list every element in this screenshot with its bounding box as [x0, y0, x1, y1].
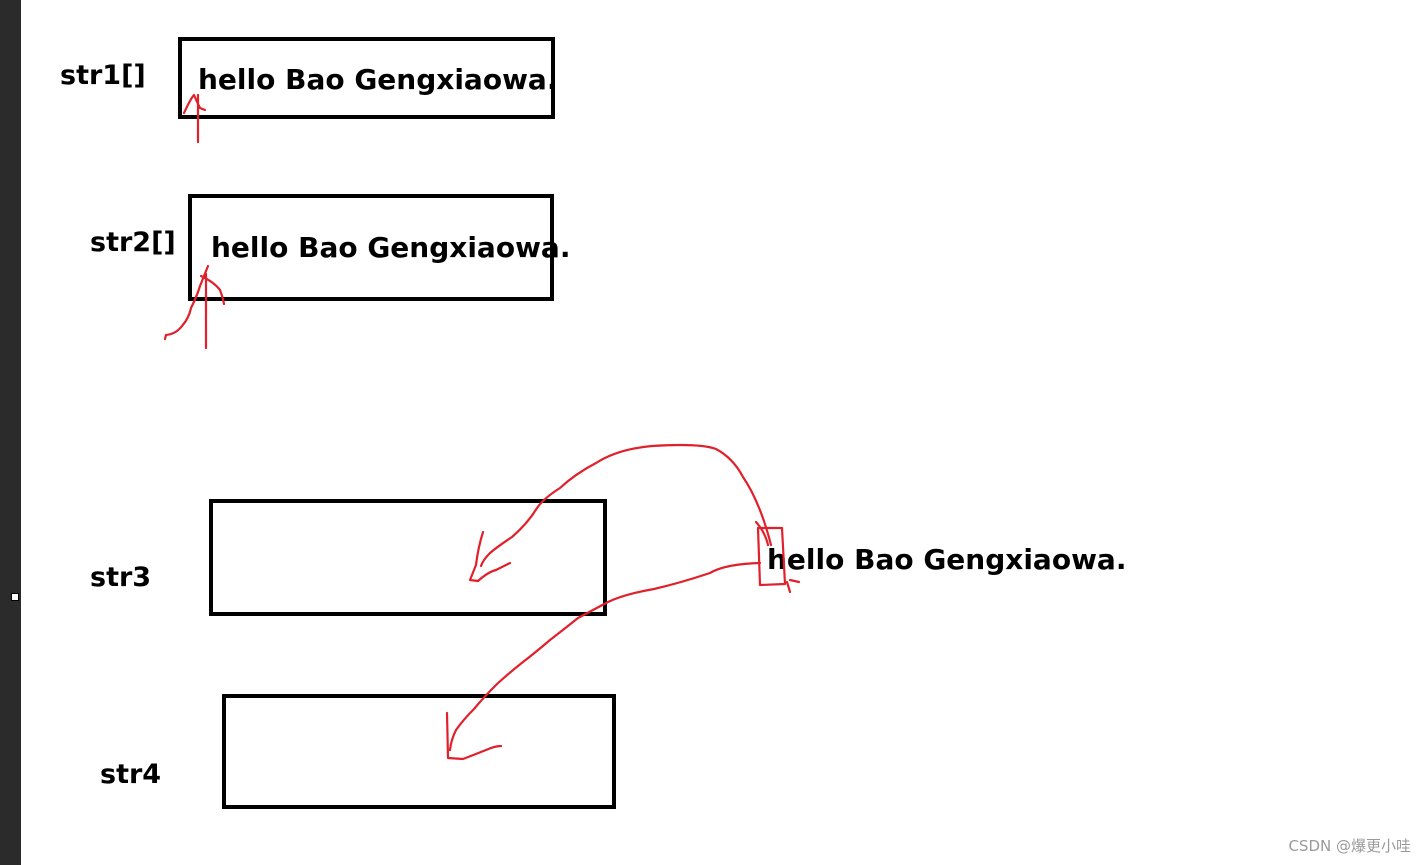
str2-array-box: [188, 194, 554, 301]
str1-array-box: [178, 37, 555, 119]
str3-label: str3: [90, 562, 152, 593]
str2-label: str2[]: [90, 227, 176, 258]
str4-label: str4: [100, 759, 162, 790]
watermark: CSDN @爆更小哇: [1288, 837, 1411, 855]
str4-pointer-box: [222, 694, 616, 809]
str1-label: str1[]: [60, 60, 146, 91]
resize-handle[interactable]: [11, 593, 19, 601]
str1-content: hello Bao Gengxiaowa.: [198, 63, 558, 96]
str2-content: hello Bao Gengxiaowa.: [211, 231, 571, 264]
window-left-edge: [0, 0, 21, 865]
string-literal-text: hello Bao Gengxiaowa.: [767, 543, 1127, 576]
str3-pointer-box: [209, 499, 607, 616]
